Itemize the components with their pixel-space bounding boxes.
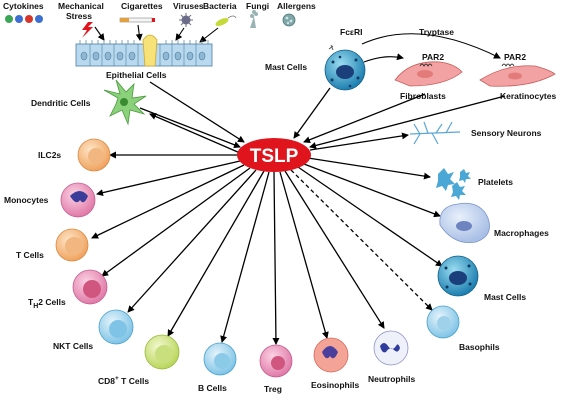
arrow-dendritic-to-tslp xyxy=(139,107,241,149)
par2-keratinocyte-label: PAR2 xyxy=(504,52,526,62)
dendritic-cells-label: Dendritic Cells xyxy=(31,98,91,108)
par2-fibroblast-label: PAR2 xyxy=(422,52,444,62)
epithelial-cells-label: Epithelial Cells xyxy=(106,70,167,80)
lightning-icon xyxy=(82,22,93,38)
macrophage-illustration xyxy=(439,202,490,244)
mast-cell-source-illustration xyxy=(324,44,366,91)
monocyte-illustration xyxy=(60,182,96,218)
platelets-label: Platelets xyxy=(478,177,513,187)
arrow-to-cd8 xyxy=(167,170,265,337)
t-cell-illustration xyxy=(55,228,89,262)
fceri-label: FcεRI xyxy=(340,27,362,37)
arrow-to-basophils-dashed xyxy=(290,169,433,311)
fibroblasts-label: Fibroblasts xyxy=(400,91,446,101)
ilc2-illustration xyxy=(77,138,111,172)
cigarette-icon xyxy=(119,17,155,23)
tslp-node: TSLP xyxy=(237,138,311,172)
eosinophil-illustration xyxy=(313,337,349,373)
platelets-illustration xyxy=(436,168,471,200)
cd8-t-cell-illustration xyxy=(144,334,180,370)
tryptase-arrow-to-keratinocytes xyxy=(361,33,501,59)
viruses-label: Viruses xyxy=(173,1,204,11)
fungus-icon xyxy=(250,10,258,28)
arrow-to-mast-bottom xyxy=(297,166,443,267)
treg-label: Treg xyxy=(264,384,282,394)
b-cell-illustration xyxy=(203,342,237,376)
mast-cell-target-illustration xyxy=(437,255,479,297)
arrow-tslp-to-dendritic xyxy=(149,113,241,154)
nkt-cell-illustration xyxy=(98,309,134,345)
arrow-fibroblasts-to-tslp xyxy=(303,93,426,144)
tryptase-label: Tryptase xyxy=(419,27,454,37)
epithelial-cells-illustration xyxy=(75,34,213,67)
bacterium-icon xyxy=(215,15,237,27)
neutrophils-label: Neutrophils xyxy=(368,374,415,384)
cytokines-label: Cytokines xyxy=(3,1,44,11)
basophil-illustration xyxy=(426,305,460,339)
sensory-neurons-label: Sensory Neurons xyxy=(471,128,542,138)
stimuli-row: Cytokines Mechanical Stress Cigarettes V… xyxy=(3,1,316,38)
fungi-label: Fungi xyxy=(246,1,269,11)
goblet-cell xyxy=(142,34,158,67)
mast-cells-source-label: Mast Cells xyxy=(265,62,307,72)
arrow-to-platelets xyxy=(307,157,431,180)
arrow-to-neutrophils xyxy=(284,170,385,329)
t-cells-label: T Cells xyxy=(16,250,44,260)
th2-cells-label: TH2 Cells xyxy=(28,297,66,310)
arrow-to-b-cells xyxy=(220,171,270,343)
arrow-mast-to-tslp xyxy=(293,87,331,139)
cigarettes-label: Cigarettes xyxy=(121,1,163,11)
th2-cell-illustration xyxy=(72,269,108,305)
allergens-label: Allergens xyxy=(277,1,316,11)
cilia xyxy=(79,40,209,44)
arrow-to-t-cells xyxy=(91,164,245,239)
mechanical-label: Mechanical xyxy=(58,1,104,11)
arrow-epithelial-to-tslp xyxy=(149,81,245,143)
basophils-label: Basophils xyxy=(459,342,500,352)
virus-icon xyxy=(179,13,193,27)
monocytes-label: Monocytes xyxy=(4,195,49,205)
dendritic-cell-illustration xyxy=(103,79,147,126)
cytokines-icon xyxy=(5,15,43,23)
arrow-to-eosinophils xyxy=(279,171,329,339)
cd8-t-cells-label: CD8+ T Cells xyxy=(98,375,149,386)
allergen-icon xyxy=(282,13,296,27)
arrows xyxy=(91,81,506,345)
keratinocytes-label: Keratinocytes xyxy=(500,91,556,101)
tslp-label: TSLP xyxy=(250,146,299,167)
macrophages-label: Macrophages xyxy=(494,228,549,238)
sensory-neuron-illustration xyxy=(409,121,461,145)
tryptase-arrow-to-fibroblasts xyxy=(363,53,404,63)
arrow-to-sensory xyxy=(309,132,409,151)
nkt-cells-label: NKT Cells xyxy=(53,341,93,351)
mast-cells-target-label: Mast Cells xyxy=(484,292,526,302)
eosinophils-label: Eosinophils xyxy=(311,380,359,390)
keratinocyte-illustration xyxy=(479,65,556,87)
arrow-to-treg xyxy=(272,171,280,345)
b-cells-label: B Cells xyxy=(198,383,227,393)
ilc2s-label: ILC2s xyxy=(38,150,61,160)
stress-label: Stress xyxy=(66,11,92,21)
neutrophil-illustration xyxy=(373,330,409,366)
arrow-to-macrophages xyxy=(303,163,441,218)
arrow-to-monocytes xyxy=(96,160,241,197)
bacteria-label: Bacteria xyxy=(203,1,237,11)
treg-illustration xyxy=(259,344,293,378)
arrow-keratinocytes-to-tslp xyxy=(309,95,506,149)
arrow-to-th2 xyxy=(101,167,251,277)
stimuli-arrows xyxy=(94,24,219,43)
arrow-to-nkt xyxy=(127,169,257,313)
fibroblast-illustration xyxy=(394,61,463,87)
